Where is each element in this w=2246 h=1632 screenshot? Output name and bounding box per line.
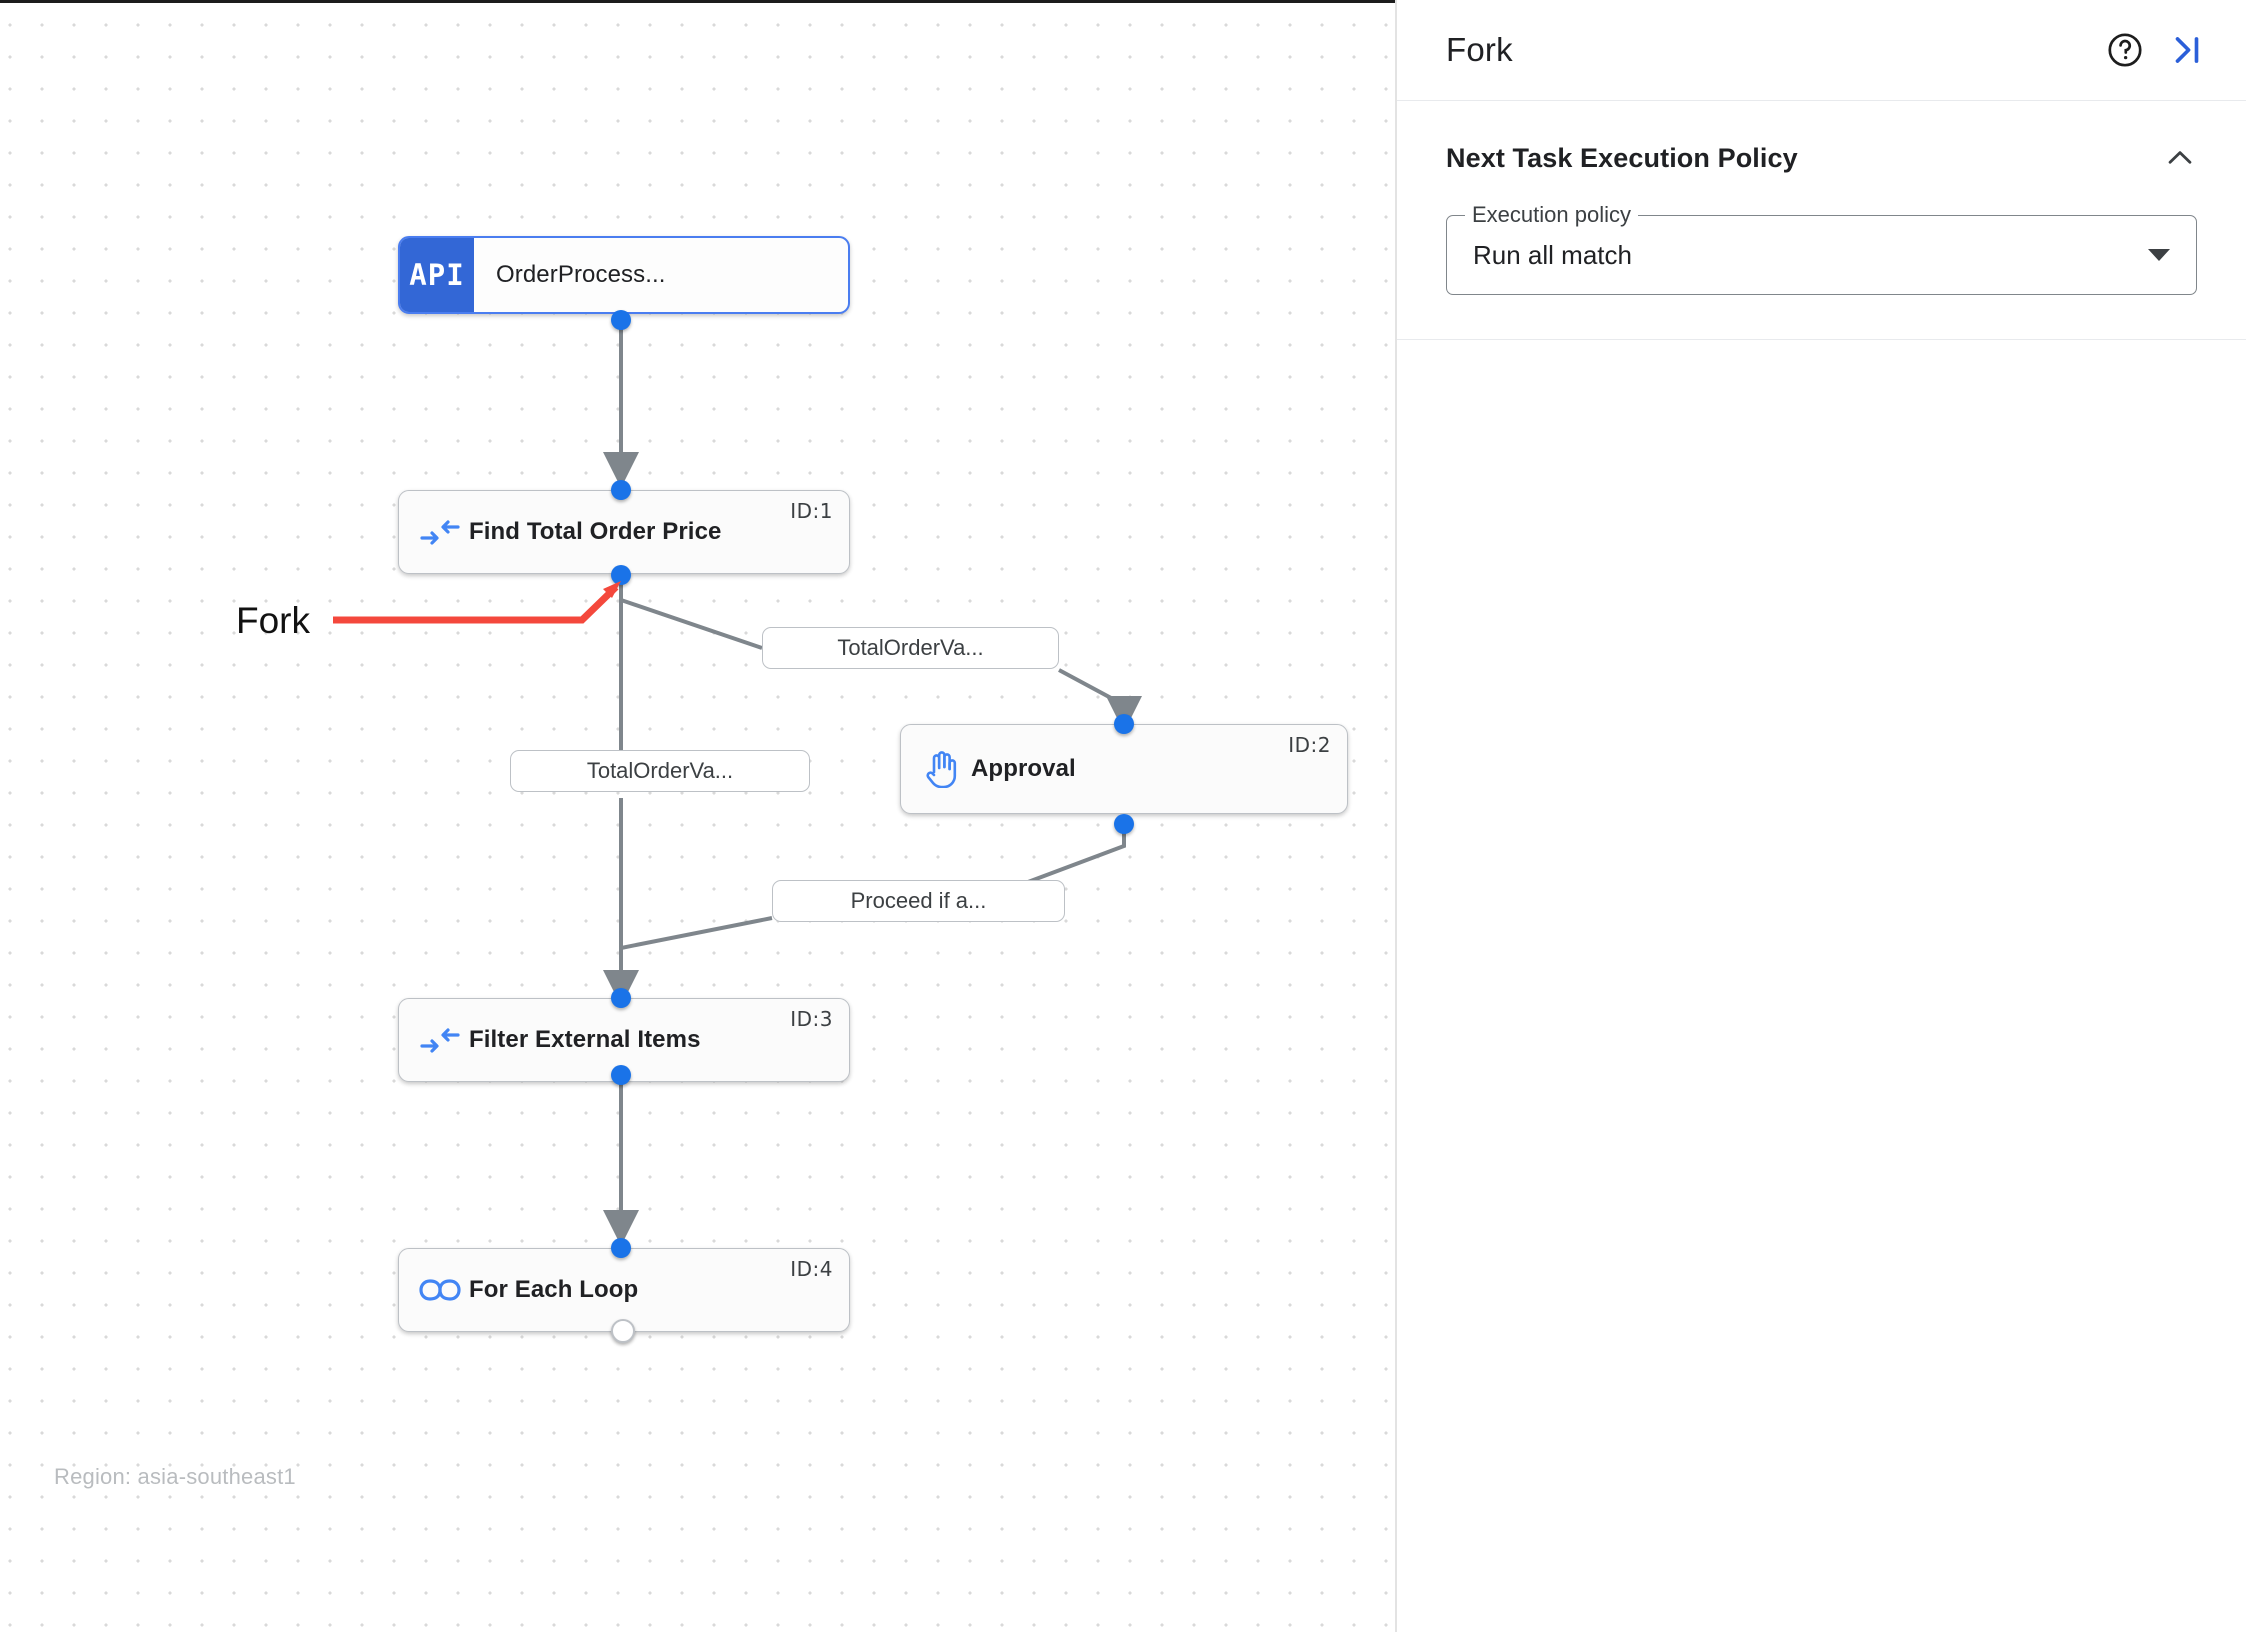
node-find-total-order-price[interactable]: Find Total Order Price ID:1 [398,490,850,574]
connector-dot-in-loop[interactable] [611,1238,631,1258]
connector-dot-out-filter[interactable] [611,1065,631,1085]
node-orderprocess[interactable]: API OrderProcess... [398,236,850,314]
edge-fork-branch-right-in [619,575,763,650]
section-header[interactable]: Next Task Execution Policy [1397,101,2246,201]
connector-dot-out-loop[interactable] [611,1319,635,1343]
node-title: Find Total Order Price [469,518,722,545]
node-id-label: ID:4 [790,1257,833,1281]
node-title: OrderProcess... [496,261,666,288]
execution-policy-select[interactable]: Execution policy Run all match [1446,202,2197,295]
api-badge-icon: API [400,238,474,312]
connector-dot-out-orderprocess[interactable] [611,310,631,330]
properties-panel: Fork Next Task Execution Policy [1397,0,2246,1632]
node-id-label: ID:1 [790,499,833,523]
annotation-arrow [333,584,619,624]
region-label: Region: asia-southeast1 [54,1464,296,1489]
edge-proceed-to-filter [619,916,773,988]
connector-dot-out-find-total[interactable] [611,565,631,585]
execution-policy-value: Run all match [1473,239,1632,270]
collapse-panel-right-icon[interactable] [2164,27,2210,73]
node-approval[interactable]: Approval ID:2 [900,724,1348,814]
node-id-label: ID:2 [1288,733,1331,757]
connector-dot-out-approval[interactable] [1114,814,1134,834]
hand-raised-icon [913,750,971,788]
infinity-loop-icon [411,1278,469,1302]
chevron-down-icon[interactable] [2148,249,2170,261]
node-title: For Each Loop [469,1276,639,1303]
edge-label-chip[interactable]: Proceed if a... [772,880,1065,922]
node-title: Approval [971,755,1076,782]
section-title: Next Task Execution Policy [1446,142,1798,173]
annotation-label: Fork [236,600,310,641]
connector-dot-in-filter[interactable] [611,988,631,1008]
edge-approval-out [1027,824,1126,884]
merge-arrows-icon [411,518,469,546]
connector-dot-in-approval[interactable] [1114,714,1134,734]
merge-arrows-icon [411,1026,469,1054]
workflow-canvas[interactable]: API OrderProcess... Find Total Order Pri… [0,0,1397,1632]
node-for-each-loop[interactable]: For Each Loop ID:4 [398,1248,850,1332]
execution-policy-legend: Execution policy [1465,202,1638,228]
connector-dot-in-find-total[interactable] [611,480,631,500]
node-title: Filter External Items [469,1026,701,1053]
help-circle-icon[interactable] [2102,27,2148,73]
chevron-up-icon[interactable] [2163,141,2197,175]
canvas-top-rule [0,0,1395,3]
edge-label-chip[interactable]: TotalOrderVa... [510,750,810,792]
panel-title: Fork [1446,31,1513,68]
next-task-execution-policy-section: Next Task Execution Policy Execution pol… [1397,101,2246,340]
panel-header: Fork [1397,0,2246,101]
node-id-label: ID:3 [790,1007,833,1031]
edge-fork-branch-right-out [1058,668,1142,732]
edge-label-chip[interactable]: TotalOrderVa... [762,627,1059,669]
